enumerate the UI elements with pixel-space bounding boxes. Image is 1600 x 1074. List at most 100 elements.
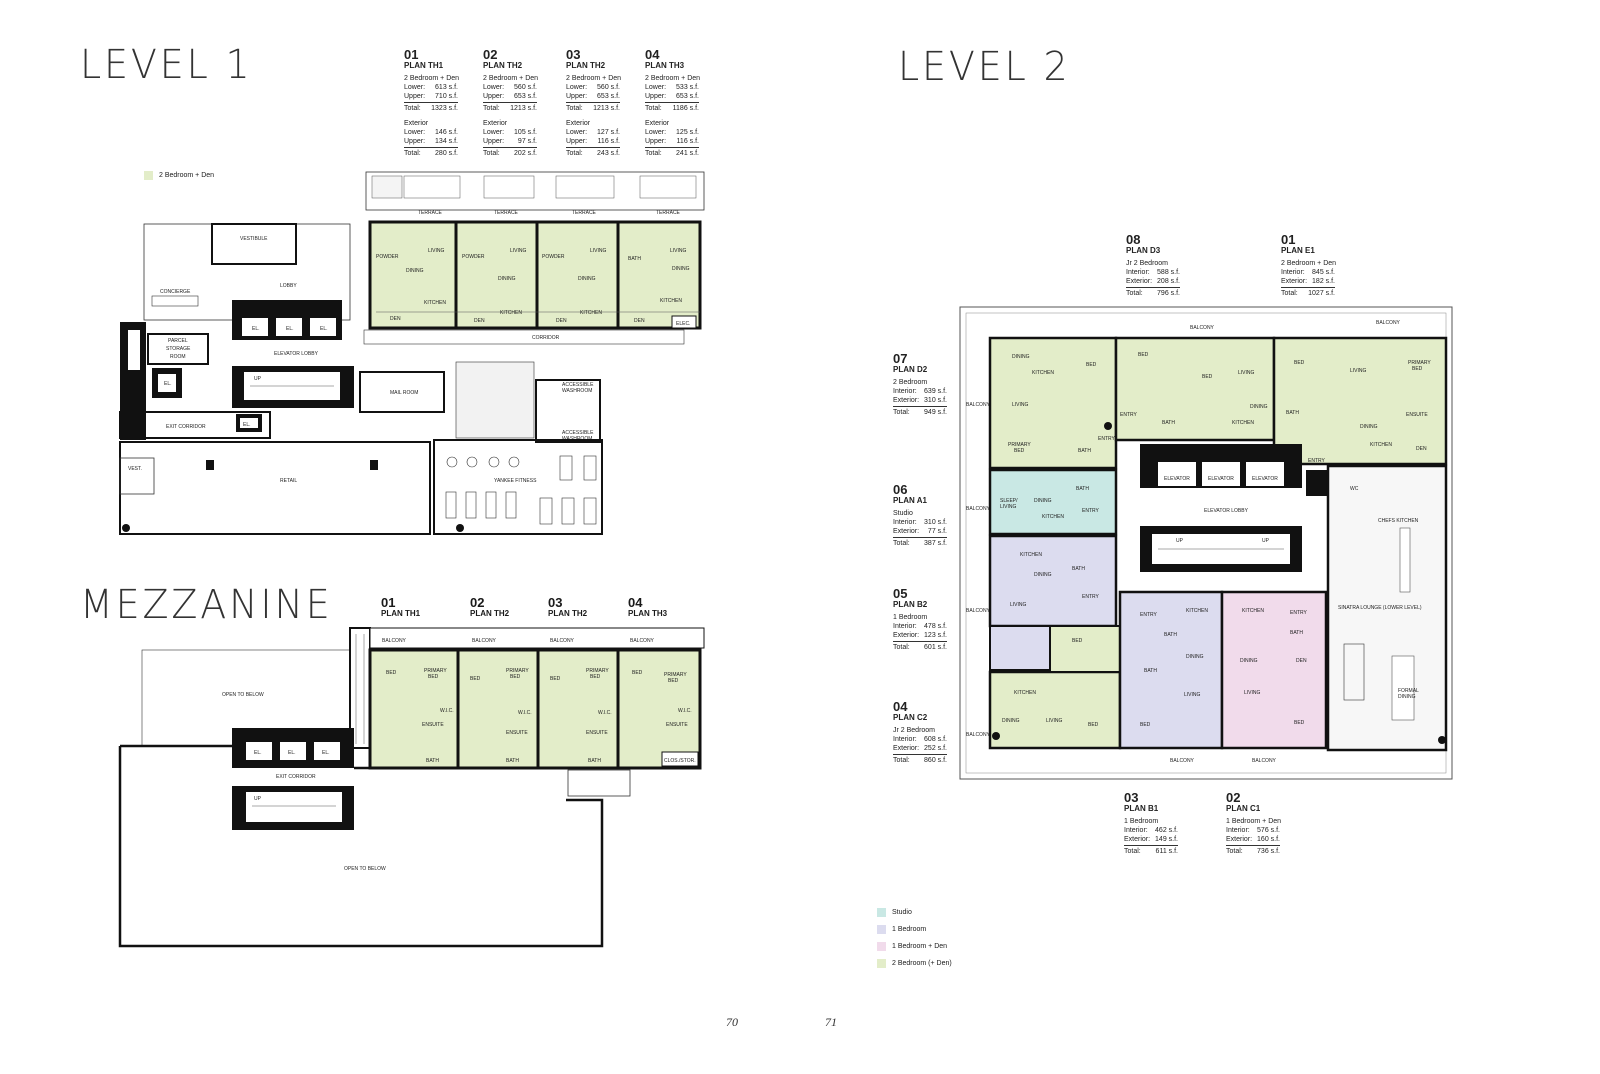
area-row-label: Total: [893,540,910,547]
interior-row: Lower:560 s.f. [483,83,537,92]
area-row: Interior:576 s.f. [1226,826,1280,835]
plan-type: Jr 2 Bedroom [893,727,936,734]
mezzanine-title: MEZZANINE [80,582,333,628]
area-row: Interior:310 s.f. [893,518,947,527]
plan-name: PLAN TH1 [404,61,444,70]
exterior-row-value: 125 s.f. [676,129,699,136]
l1-kitchen-4: KITCHEN [660,298,682,304]
exterior-row-label: Upper: [566,138,588,145]
l2-elevator-2: ELEVATOR [1208,476,1234,482]
plan-name: PLAN C2 [893,713,928,722]
interior-row: Total:1213 s.f. [483,102,537,113]
exterior-row-value: 116 s.f. [597,138,620,145]
l2-balcony-top-2: BALCONY [1376,320,1401,326]
l2-b2-bath: BATH [1072,566,1085,572]
l2-d2-bath: BATH [1078,448,1091,454]
exterior-row-value: 243 s.f. [597,150,620,157]
area-row-value: 478 s.f. [924,623,947,630]
mz-ensuite-4: ENSUITE [666,722,688,728]
terrace-label-4: TERRACE [656,210,681,216]
legend-label: 1 Bedroom [892,926,927,933]
plan-name: PLAN E1 [1281,246,1315,255]
exterior-row: Lower:125 s.f. [645,128,699,137]
l2-balcony-left-1: BALCONY [966,402,991,408]
plan-name: PLAN TH3 [645,61,685,70]
l2-a1-sleep: SLEEP/ [1000,498,1018,504]
area-row-value: 149 s.f. [1155,836,1178,843]
l1-den-4: DEN [634,318,645,324]
l1-mail-room: MAIL ROOM [390,390,418,396]
interior-row: Upper: 653 s.f. [566,92,620,101]
interior-row: Total:1213 s.f. [566,102,620,113]
mz-balcony-2: BALCONY [472,638,497,644]
l1-vestibule: VESTIBULE [240,236,268,242]
area-row-value: 1027 s.f. [1308,290,1335,297]
l2-a1-kitchen: KITCHEN [1042,514,1064,520]
plan-number: 02 [483,47,498,62]
page-number-left: 70 [726,1015,738,1029]
terrace-label-1: TERRACE [418,210,443,216]
plan-type: 2 Bedroom [893,379,928,386]
l2-d2-primary-bed: BED [1014,448,1025,454]
l2-e1-entry: ENTRY [1308,458,1326,464]
l2-balcony-bottom-2: BALCONY [1252,758,1277,764]
plan-number: 05 [893,586,908,601]
mz-up: UP [254,796,262,802]
interior-row-value: 653 s.f. [597,93,620,100]
l1-accessible-2: ACCESSIBLE [562,430,594,436]
l1-powder-3: POWDER [542,254,565,260]
l1-yankee-fitness: YANKEE FITNESS [494,478,537,484]
interior-row-label: Upper: [404,93,426,100]
l2-elevator-3: ELEVATOR [1252,476,1278,482]
plan-name: PLAN A1 [893,496,927,505]
l2-c1-kitchen: KITCHEN [1242,608,1264,614]
l2-c2-bed-1: BED [1072,638,1083,644]
plan-number: 01 [1281,232,1296,247]
legend-label: 1 Bedroom + Den [892,943,948,950]
area-row-label: Interior: [893,623,917,630]
area-row-value: 77 s.f. [927,528,947,535]
exterior-row: Lower:105 s.f. [483,128,537,137]
exterior-row: Total:202 s.f. [483,147,537,158]
interior-row: Lower:560 s.f. [566,83,620,92]
l1-den-3: DEN [556,318,567,324]
l2-d3-entry: ENTRY [1120,412,1138,418]
mz-ensuite-2: ENSUITE [506,730,528,736]
exterior-row: Lower:127 s.f. [566,128,620,137]
area-row-value: 608 s.f. [924,736,947,743]
l2-c2-kitchen: KITCHEN [1014,690,1036,696]
plan-name: PLAN TH3 [628,609,668,618]
plan-type: 2 Bedroom + Den [404,75,460,82]
exterior-row-label: Lower: [566,129,588,136]
interior-row-label: Upper: [566,93,588,100]
exterior-row-label: Total: [404,150,421,157]
level2-legend-item: Studio [877,908,912,917]
area-row-value: 949 s.f. [924,409,947,416]
exterior-row-value: 134 s.f. [435,138,458,145]
l2-e1-dining: DINING [1360,424,1378,430]
exterior-label: Exterior [645,120,670,127]
l2-wc: WC [1350,486,1359,492]
area-row: Total:796 s.f. [1126,287,1180,298]
l2-d3-bed-2: BED [1202,374,1213,380]
l2-e1-ensuite: ENSUITE [1406,412,1428,418]
l1-living-1: LIVING [428,248,445,254]
l2-c1-entry: ENTRY [1290,610,1308,616]
plan-number: 07 [893,351,908,366]
exterior-label: Exterior [566,120,591,127]
l2-b1-bath-2: BATH [1144,668,1157,674]
l2-b1-living: LIVING [1184,692,1201,698]
l1-accessible-1: ACCESSIBLE [562,382,594,388]
area-row-label: Interior: [1226,827,1250,834]
area-row-label: Total: [1124,848,1141,855]
exterior-row-label: Lower: [404,129,426,136]
area-row-label: Total: [1126,290,1143,297]
area-row-value: 462 s.f. [1155,827,1178,834]
